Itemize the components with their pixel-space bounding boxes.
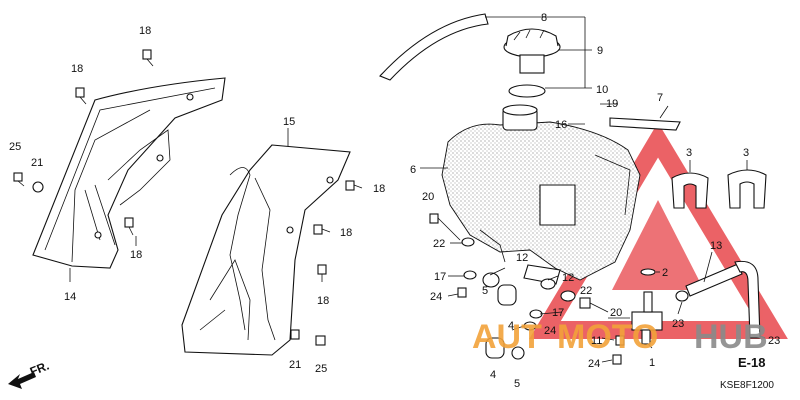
callout-label: 2 <box>662 267 668 279</box>
callout-label: 19 <box>606 98 618 110</box>
watermark-prefix: AUT <box>472 318 542 356</box>
callout-labels: 18 18 25 21 14 18 15 18 18 18 21 25 8 9 … <box>9 12 780 390</box>
callout-label: 5 <box>514 378 520 390</box>
callout-label: 21 <box>289 359 301 371</box>
callout-label: 25 <box>9 141 21 153</box>
callout-label: 3 <box>686 147 692 159</box>
callout-label: 13 <box>710 240 722 252</box>
callout-label: 18 <box>340 227 352 239</box>
callout-label: 18 <box>130 249 142 261</box>
callout-label: 7 <box>657 92 663 104</box>
callout-label: 23 <box>768 335 780 347</box>
front-direction-indicator: FR. <box>8 359 51 389</box>
callout-label: 14 <box>64 291 76 303</box>
leader-lines <box>69 16 766 363</box>
watermark-suffix: HUB <box>694 318 768 356</box>
callout-label: 22 <box>580 285 592 297</box>
arrow-left-icon <box>8 372 36 389</box>
fuel-tank-part-6 <box>441 104 641 281</box>
callout-label: 1 <box>649 357 655 369</box>
callout-label: 6 <box>410 164 416 176</box>
clip-part-2 <box>640 268 656 276</box>
bracket-part-7 <box>609 117 681 131</box>
fuel-hose-part-13 <box>675 260 761 339</box>
callout-label: 17 <box>552 307 564 319</box>
breather-tube-part-8 <box>379 13 489 81</box>
fuel-cap-part-9 <box>503 28 561 74</box>
callout-label: 3 <box>743 147 749 159</box>
callout-label: 20 <box>422 191 434 203</box>
callout-label: 10 <box>596 84 608 96</box>
watermark-logo: AUT MOTO HUB <box>472 318 768 356</box>
hose-clip-part-3a <box>671 172 709 209</box>
callout-label: 21 <box>31 157 43 169</box>
callout-label: 18 <box>139 25 151 37</box>
callout-label: 23 <box>672 318 684 330</box>
direction-label: FR. <box>28 359 51 379</box>
cap-seal-part-10 <box>508 84 546 98</box>
callout-label: 17 <box>434 271 446 283</box>
callout-label: 12 <box>516 252 528 264</box>
bolts-left <box>13 49 363 346</box>
fuel-petcock-part-1 <box>612 291 663 365</box>
callout-label: 18 <box>71 63 83 75</box>
callout-label: 16 <box>555 119 567 131</box>
callout-label: 25 <box>315 363 327 375</box>
callout-label: 24 <box>430 291 442 303</box>
callout-label: 20 <box>610 307 622 319</box>
callout-label: 4 <box>508 320 514 332</box>
callout-label: 15 <box>283 116 295 128</box>
callout-label: 24 <box>588 358 600 370</box>
callout-label: 9 <box>597 45 603 57</box>
callout-label: 11 <box>591 335 602 347</box>
tank-mounts <box>429 213 609 360</box>
watermark-mid: MOTO <box>557 318 658 356</box>
callout-label: 8 <box>541 12 547 24</box>
callout-label: 5 <box>482 285 488 297</box>
hose-clip-part-3b <box>727 169 767 209</box>
section-reference: E-18 <box>738 355 765 370</box>
callout-label: 4 <box>490 369 496 381</box>
callout-label: 12 <box>562 272 574 284</box>
left-shroud-part-14 <box>32 77 226 269</box>
callout-label: 22 <box>433 238 445 250</box>
right-shroud-part-15 <box>181 144 351 356</box>
callout-label: 18 <box>373 183 385 195</box>
diagram-code: KSE8F1200 <box>720 380 774 391</box>
callout-label: 18 <box>317 295 329 307</box>
callout-label: 24 <box>544 325 556 337</box>
